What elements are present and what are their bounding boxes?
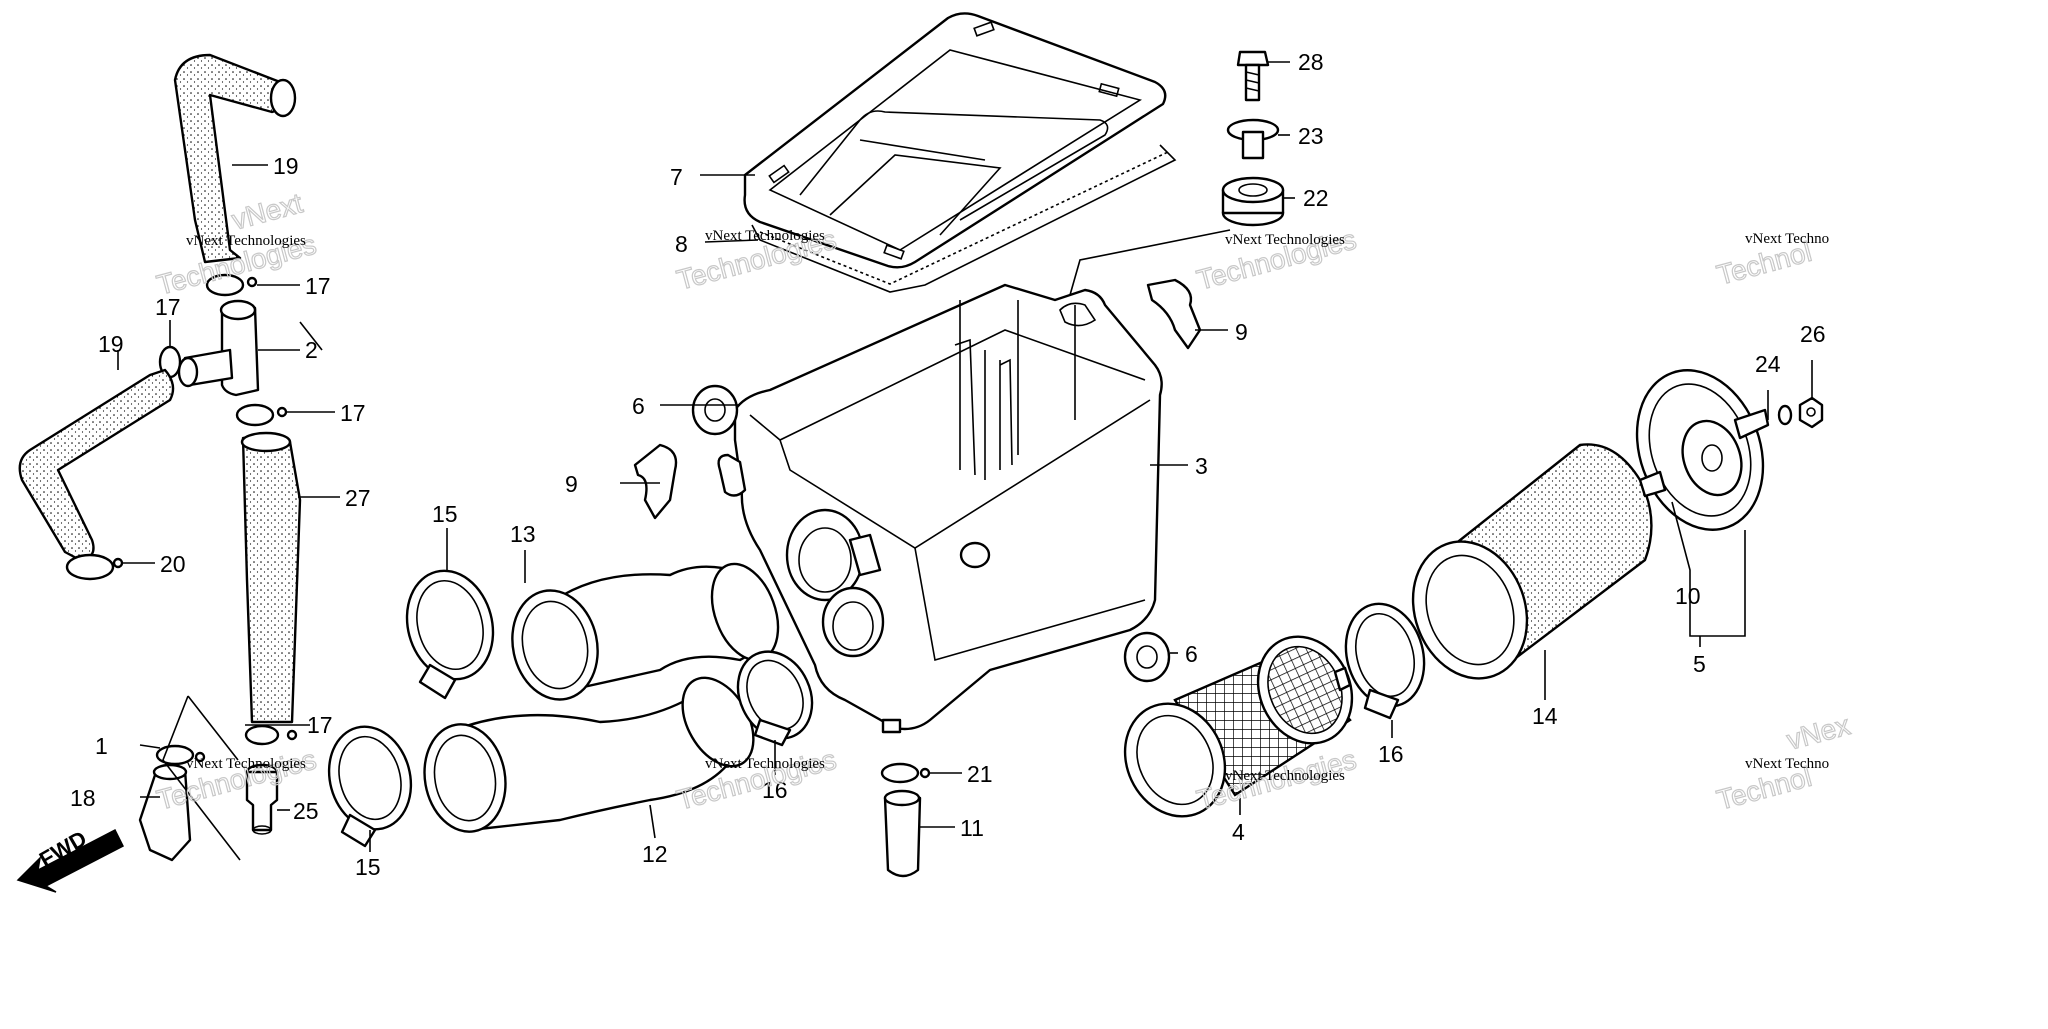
band-clamp-part-15-lower (327, 725, 413, 848)
callout-18: 18 (70, 785, 96, 811)
watermark-text-5: vNext Technologies (186, 756, 306, 772)
grommet-part-22 (1221, 176, 1285, 227)
drain-plug-part-18 (138, 763, 192, 862)
callout-labels: 28 23 22 7 8 9 9 6 6 3 19 19 17 17 17 17… (70, 49, 1826, 880)
callout-10: 10 (1675, 583, 1701, 609)
band-clamp-part-15-upper (405, 569, 495, 700)
callout-24: 24 (1755, 351, 1781, 377)
clamp-part-21 (880, 762, 931, 784)
washer-part-24 (1777, 404, 1793, 426)
callout-14: 14 (1532, 703, 1558, 729)
callout-11: 11 (960, 815, 984, 841)
callout-27: 27 (345, 485, 371, 511)
air-cleaner-case-part-3 (717, 283, 1163, 734)
watermark-text-6: vNext Technologies (705, 756, 825, 772)
grommet-part-6-upper (691, 384, 739, 436)
callout-8: 8 (675, 231, 688, 257)
callout-17-a: 17 (305, 273, 331, 299)
clip-part-9-lower (633, 443, 678, 520)
callout-3: 3 (1195, 453, 1208, 479)
watermark-outline-1b: vNext (229, 187, 306, 236)
watermark-text-2: vNext Technologies (705, 228, 825, 244)
leader-lines (117, 61, 1813, 852)
connecting-tube-part-12 (423, 676, 755, 833)
callout-5: 5 (1693, 651, 1706, 677)
breather-hose-part-19-upper (173, 53, 297, 264)
callout-22: 22 (1303, 185, 1329, 211)
element-cap-part-10 (1635, 369, 1770, 531)
filter-element-part-4 (1123, 635, 1354, 818)
callout-1: 1 (95, 733, 108, 759)
callout-19-upper: 19 (273, 153, 299, 179)
watermark-text-4: vNext Techno (1745, 231, 1829, 247)
nut-part-26 (1798, 396, 1824, 429)
callout-9-lower: 9 (565, 471, 578, 497)
callout-16-right: 16 (1378, 741, 1404, 767)
watermark-text-1: vNext Technologies (186, 233, 306, 249)
callout-7: 7 (670, 164, 683, 190)
clamp-part-17-a (205, 273, 258, 297)
collar-part-23 (1226, 118, 1280, 160)
callout-6-upper: 6 (632, 393, 645, 419)
tube-part-25 (245, 763, 279, 835)
watermark-text-3: vNext Technologies (1225, 232, 1345, 248)
bracket-lines-part-1 (162, 695, 241, 861)
breather-hose-part-19-lower (18, 368, 175, 562)
callout-25: 25 (293, 798, 319, 824)
watermark-text-7: vNext Technologies (1225, 768, 1345, 784)
callout-21: 21 (967, 761, 993, 787)
bolt-part-28 (1236, 50, 1270, 102)
callout-28: 28 (1298, 49, 1324, 75)
clamp-part-17-c (235, 403, 288, 427)
callout-17-b: 17 (155, 294, 181, 320)
grommet-part-6-lower (1123, 631, 1171, 683)
clamp-part-20 (65, 553, 124, 581)
air-cleaner-cover-part-7 (743, 12, 1167, 269)
callout-4: 4 (1232, 819, 1245, 845)
callout-17-d: 17 (307, 712, 333, 738)
callout-15-lower: 15 (355, 854, 381, 880)
band-clamp-part-16-left (736, 650, 814, 747)
callout-15-upper: 15 (432, 501, 458, 527)
clip-part-9-upper (1146, 278, 1202, 350)
joint-part-2 (177, 299, 260, 397)
callout-26: 26 (1800, 321, 1826, 347)
drain-tube-part-11 (883, 789, 922, 878)
callout-20: 20 (160, 551, 186, 577)
clamp-part-17-d (244, 724, 298, 746)
callout-13: 13 (510, 521, 536, 547)
callout-9-upper: 9 (1235, 319, 1248, 345)
callout-16-left: 16 (762, 777, 788, 803)
gasket-part-8 (751, 144, 1177, 293)
callout-23: 23 (1298, 123, 1324, 149)
callout-12: 12 (642, 841, 668, 867)
forward-direction-arrow: FWD (16, 826, 125, 893)
connecting-tube-part-13 (511, 562, 780, 701)
foam-element-part-14 (1411, 443, 1653, 680)
drain-hose-part-27 (240, 431, 302, 724)
callout-17-c: 17 (340, 400, 366, 426)
callout-19-lower: 19 (98, 331, 124, 357)
callout-2: 2 (305, 337, 318, 363)
band-clamp-part-16-right (1344, 602, 1426, 720)
watermark-text-8: vNext Techno (1745, 756, 1829, 772)
callout-6-lower: 6 (1185, 641, 1198, 667)
watermark-outline-8b: vNex (1784, 709, 1854, 755)
